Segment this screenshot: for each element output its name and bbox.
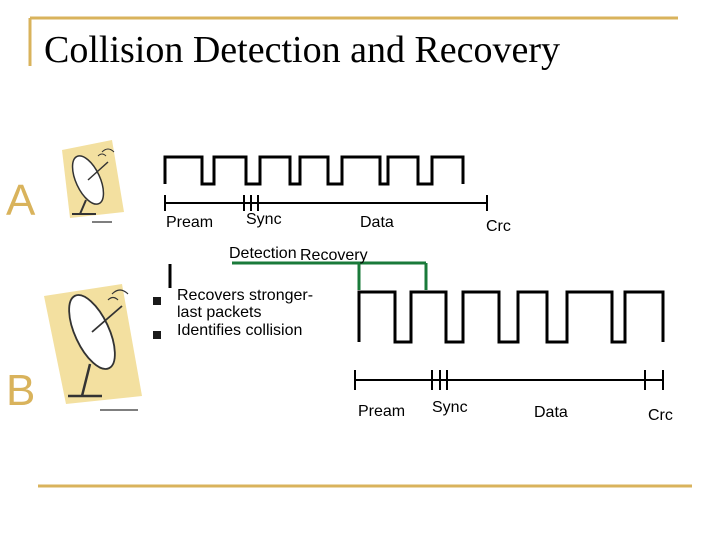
frame-a-crc-label: Crc: [486, 218, 511, 235]
frame-b-pream-label: Pream: [358, 403, 406, 420]
station-a-label: A: [6, 176, 36, 225]
frame-b-sync-label: Sync: [432, 399, 468, 416]
frame-b-data-label: Data: [534, 404, 568, 421]
bullet-line-2: last packets: [177, 304, 262, 321]
page-title: Collision Detection and Recovery: [44, 29, 561, 71]
frame-a-pream-label: Pream: [166, 214, 214, 231]
square-bullet-icon: [153, 331, 161, 339]
recovery-label: Recovery: [300, 247, 368, 264]
frame-a-sync-label: Sync: [246, 211, 282, 228]
frame-a-data-label: Data: [360, 214, 394, 231]
bullet-line-3: Identifies collision: [177, 322, 303, 339]
bullet-line-1: Recovers stronger-: [177, 287, 314, 304]
detection-label: Detection: [229, 245, 297, 262]
frame-b-crc-label: Crc: [648, 407, 673, 424]
square-bullet-icon: [153, 297, 161, 305]
station-b-label: B: [6, 366, 36, 415]
